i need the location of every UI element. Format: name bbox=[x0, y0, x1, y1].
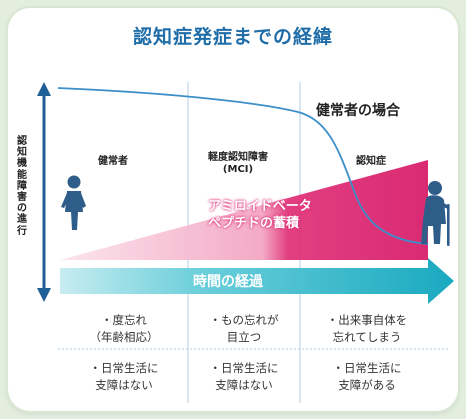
symptom-dementia-line1: ・出来事自体を bbox=[326, 313, 408, 327]
stage-label-mci-line2: (MCI) bbox=[222, 164, 254, 175]
symptom-cell-healthy: ・度忘れ （年齢相応） bbox=[68, 312, 180, 346]
daily-life-mci-line2: 支障はない bbox=[215, 378, 273, 392]
daily-life-cell-healthy: ・日常生活に 支障はない bbox=[68, 360, 180, 394]
symptom-mci-line2: 目立つ bbox=[226, 330, 262, 344]
elderly-person-with-cane-icon bbox=[421, 181, 450, 246]
daily-life-mci-line1: ・日常生活に bbox=[209, 361, 279, 375]
amyloid-label: アミロイドベータ ペプチドの蓄積 bbox=[208, 198, 368, 232]
amyloid-label-line2: ペプチドの蓄積 bbox=[208, 216, 300, 231]
page-title: 認知症発症までの経緯 bbox=[132, 26, 333, 48]
diagram-graphics bbox=[37, 82, 454, 403]
cognition-decline-curve bbox=[57, 87, 429, 245]
symptom-dementia-line2: 忘れてしまう bbox=[332, 330, 402, 344]
symptom-mci-line1: ・もの忘れが bbox=[209, 313, 279, 327]
daily-life-dementia-line2: 支障がある bbox=[338, 378, 396, 392]
stage-label-mci-line1: 軽度認知障害 bbox=[208, 152, 268, 163]
time-arrow bbox=[60, 258, 454, 304]
diagram-card: 認知症発症までの経緯 認知機能障害の進行 健常者の場合 健常者 軽度認知障害 (… bbox=[8, 8, 458, 411]
time-arrow-label: 時間の経過 bbox=[193, 274, 263, 290]
daily-life-cell-dementia: ・日常生活に 支障がある bbox=[304, 360, 430, 394]
stage-label-mci: 軽度認知障害 (MCI) bbox=[190, 152, 286, 176]
y-axis-label: 認知機能障害の進行 bbox=[17, 136, 27, 237]
amyloid-accumulation-area bbox=[60, 160, 428, 260]
daily-life-healthy-line1: ・日常生活に bbox=[89, 361, 159, 375]
cognitive-impairment-axis-arrow bbox=[37, 82, 51, 302]
stage-label-healthy: 健常者 bbox=[98, 156, 128, 167]
symptom-cell-mci: ・もの忘れが 目立つ bbox=[190, 312, 298, 346]
stage-label-dementia: 認知症 bbox=[356, 156, 386, 167]
amyloid-label-line1: アミロイドベータ bbox=[208, 199, 312, 214]
daily-life-cell-mci: ・日常生活に 支障はない bbox=[190, 360, 298, 394]
daily-life-healthy-line2: 支障はない bbox=[95, 378, 153, 392]
healthy-person-icon bbox=[61, 175, 86, 230]
symptom-cell-dementia: ・出来事自体を 忘れてしまう bbox=[304, 312, 430, 346]
healthy-case-label: 健常者の場合 bbox=[316, 103, 400, 119]
daily-life-dementia-line1: ・日常生活に bbox=[332, 361, 402, 375]
symptom-healthy-line1: ・度忘れ bbox=[101, 313, 147, 327]
symptom-healthy-line2: （年齢相応） bbox=[89, 330, 159, 344]
